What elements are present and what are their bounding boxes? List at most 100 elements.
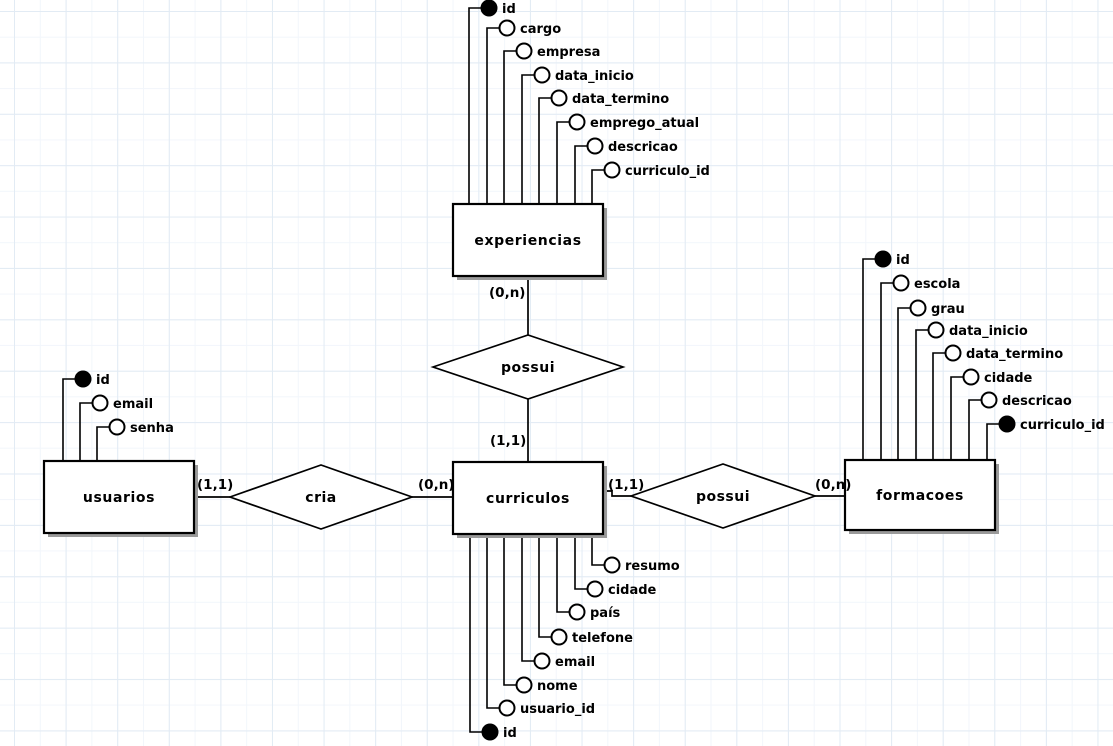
attribute-experiencias-data_termino[interactable]: data_termino [538,89,669,205]
relationship-diamond[interactable] [628,463,818,529]
attribute-label: cidade [608,583,657,598]
entity-usuarios[interactable]: usuarios [42,459,198,537]
entity-box[interactable] [42,459,196,535]
key-attribute-dot[interactable] [480,0,498,17]
attribute-dot[interactable] [91,394,109,412]
attribute-dot[interactable] [568,603,586,621]
attribute-curriculos-nome[interactable]: nome [503,534,578,694]
attribute-formacoes-grau[interactable]: grau [897,299,965,461]
attribute-label: email [113,397,153,412]
attribute-label: empresa [537,45,600,60]
attribute-connector [96,426,110,461]
attribute-dot[interactable] [603,161,621,179]
attribute-curriculos-pais[interactable]: país [556,534,621,621]
attribute-connector [521,534,535,662]
attribute-dot[interactable] [603,556,621,574]
attribute-experiencias-descricao[interactable]: descricao [574,137,678,205]
attribute-formacoes-data_termino[interactable]: data_termino [932,344,1063,461]
attribute-dot[interactable] [909,299,927,317]
attribute-connector [968,399,982,460]
attribute-dot[interactable] [586,137,604,155]
attribute-formacoes-id[interactable]: id [862,250,910,461]
attribute-dot[interactable] [498,19,516,37]
attribute-dot[interactable] [533,652,551,670]
entity-curriculos[interactable]: curriculos [451,460,607,538]
attribute-experiencias-id[interactable]: id [468,0,516,205]
attribute-dot[interactable] [515,42,533,60]
attribute-usuarios-email[interactable]: email [79,394,153,462]
attribute-label: data_termino [572,92,669,107]
relationship-possui-right[interactable]: possui [628,463,818,529]
attribute-connector [574,534,588,590]
relationship-label: possui [696,489,750,505]
key-attribute-dot[interactable] [74,370,92,388]
attribute-label: email [555,655,595,670]
attribute-usuarios-id[interactable]: id [62,370,110,462]
attribute-formacoes-descricao[interactable]: descricao [968,391,1072,461]
attribute-dot[interactable] [550,89,568,107]
entity-box[interactable] [451,202,605,278]
attribute-usuarios-senha[interactable]: senha [96,418,174,462]
attribute-formacoes-curriculo_id[interactable]: curriculo_id [986,415,1105,461]
attribute-dot[interactable] [550,628,568,646]
attribute-connector [79,402,93,461]
attribute-connector [556,534,570,613]
key-attribute-dot[interactable] [481,723,499,741]
attribute-dot[interactable] [892,274,910,292]
attribute-curriculos-usuario_id[interactable]: usuario_id [486,534,595,717]
attribute-dot[interactable] [927,321,945,339]
attribute-dot[interactable] [498,699,516,717]
attribute-connector [574,145,588,204]
attribute-experiencias-cargo[interactable]: cargo [486,19,561,205]
entity-formacoes[interactable]: formacoes [843,458,999,534]
relationship-possui-top[interactable]: possui [430,334,626,400]
attribute-dot[interactable] [533,66,551,84]
attribute-curriculos-cidade[interactable]: cidade [574,534,657,598]
attribute-formacoes-data_inicio[interactable]: data_inicio [915,321,1028,461]
attribute-curriculos-telefone[interactable]: telefone [538,534,633,646]
attribute-connector [538,534,552,638]
attribute-label: resumo [625,559,680,574]
attribute-label: senha [130,421,174,436]
attribute-label: curriculo_id [1020,418,1105,433]
attribute-label: data_inicio [949,324,1028,339]
attribute-label: telefone [572,631,633,646]
attribute-dot[interactable] [944,344,962,362]
attribute-connector [469,534,483,733]
attribute-label: país [590,606,621,621]
attribute-formacoes-escola[interactable]: escola [880,274,960,461]
attribute-curriculos-resumo[interactable]: resumo [591,534,680,574]
entity-name: formacoes [876,488,964,504]
relationship-cria[interactable]: cria [227,464,415,530]
cardinality-curriculos-possui: (1,1) [608,477,644,493]
attribute-dot[interactable] [515,676,533,694]
attribute-connector [932,352,946,460]
entity-experiencias[interactable]: experiencias [451,202,607,280]
attribute-label: cidade [984,371,1033,386]
attribute-label: data_inicio [555,69,634,84]
relationship-diamond[interactable] [227,464,415,530]
attribute-dot[interactable] [108,418,126,436]
attribute-dot[interactable] [586,580,604,598]
cardinality-experiencias-possui: (0,n) [489,285,525,301]
relationship-label: cria [305,490,336,506]
attribute-connector [556,121,570,204]
attribute-curriculos-email[interactable]: email [521,534,595,670]
attribute-experiencias-data_inicio[interactable]: data_inicio [521,66,634,205]
attribute-dot[interactable] [962,368,980,386]
attribute-experiencias-emprego_atual[interactable]: emprego_atual [556,113,699,205]
key-attribute-dot[interactable] [874,250,892,268]
attribute-label: grau [931,302,965,317]
attribute-dot[interactable] [980,391,998,409]
relationship-diamond[interactable] [430,334,626,400]
attribute-formacoes-cidade[interactable]: cidade [950,368,1033,461]
attribute-experiencias-empresa[interactable]: empresa [503,42,600,205]
attribute-experiencias-curriculo_id[interactable]: curriculo_id [591,161,710,205]
key-attribute-dot[interactable] [998,415,1016,433]
entity-box[interactable] [843,458,997,532]
attribute-dot[interactable] [568,113,586,131]
entity-box[interactable] [451,460,605,536]
attribute-label: nome [537,679,578,694]
attribute-curriculos-id[interactable]: id [469,534,517,741]
